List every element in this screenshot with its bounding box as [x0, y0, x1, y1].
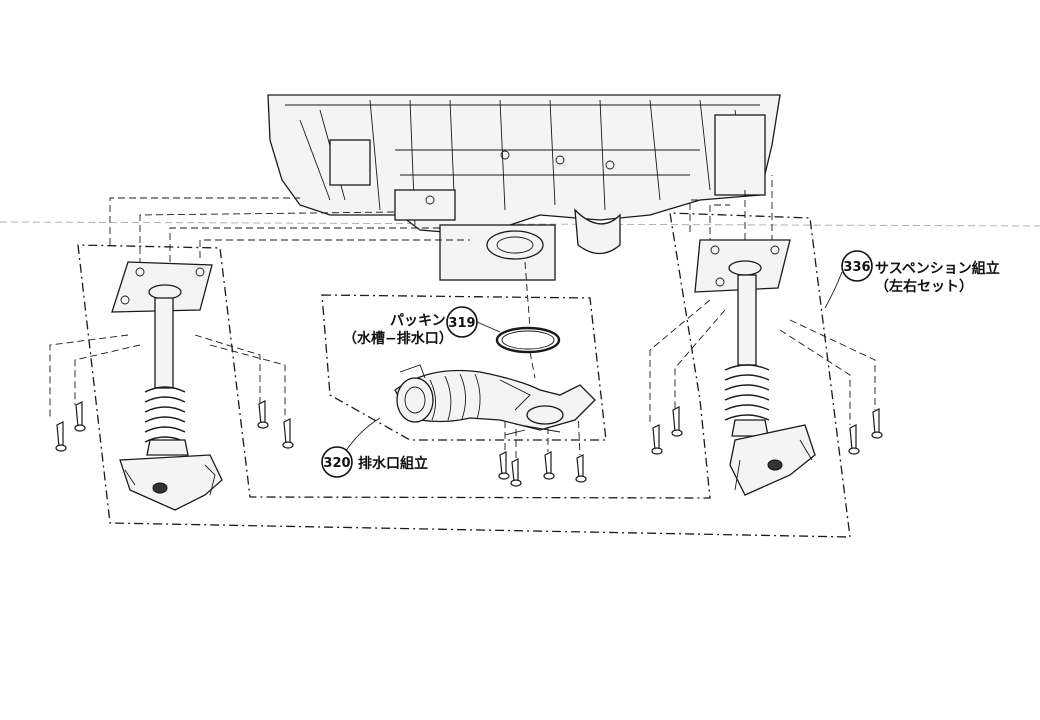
mount-leader-lines [109, 175, 773, 379]
callout-number: 320 [323, 456, 350, 471]
suspension-group-outline [77, 212, 851, 538]
callout-label: 排水口組立 [358, 455, 428, 472]
callout-label: パッキン [390, 313, 446, 329]
callout-circle [841, 250, 873, 282]
drain-group-outline [321, 294, 607, 441]
callout-number: 319 [448, 316, 475, 331]
right-suspension [694, 239, 816, 496]
packing-ring [495, 326, 561, 354]
callout-number: 336 [843, 260, 870, 275]
callout-sublabel: （左右セット） [875, 278, 973, 295]
callout-336: 336 サスペンション組立 （左右セット） [824, 250, 1000, 309]
callout-circle [446, 306, 478, 338]
guide-line [0, 221, 1040, 227]
callout-label: サスペンション組立 [875, 260, 1000, 277]
callout-319: 319 パッキン （水槽−排水口） [343, 306, 501, 347]
callout-circle [321, 446, 353, 478]
callout-sublabel: （水槽−排水口） [343, 330, 453, 347]
left-suspension [111, 261, 223, 511]
callout-320: 320 排水口組立 [321, 417, 428, 478]
drain-assembly [394, 364, 596, 436]
washer-tub [267, 94, 781, 281]
screws [49, 299, 883, 487]
